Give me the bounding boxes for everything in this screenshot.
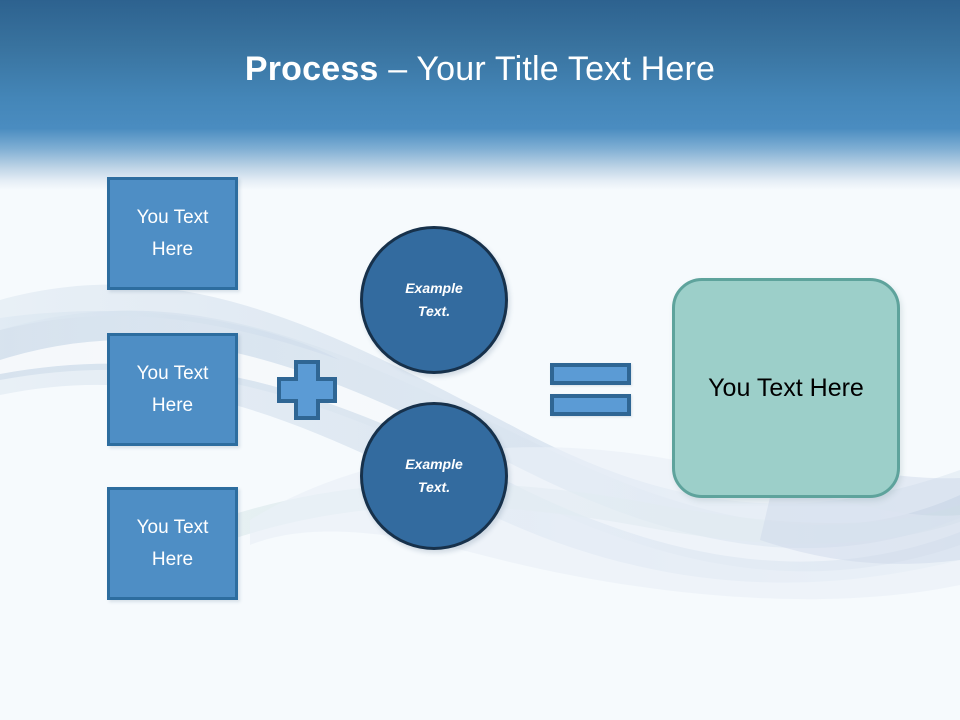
input-box-2-line2: Here — [151, 394, 194, 416]
circle-2-line1: Example — [405, 456, 463, 472]
input-box-2-label: You Text Here — [137, 358, 209, 422]
circle-2-line2: Text. — [417, 479, 451, 495]
result-box[interactable]: You Text Here — [672, 278, 900, 498]
page-title-rest: Your Title Text Here — [416, 50, 716, 88]
result-box-label: You Text Here — [708, 373, 864, 402]
input-box-2-line1: You Text — [136, 362, 209, 384]
input-box-2[interactable]: You Text Here — [107, 333, 238, 446]
header-band — [0, 0, 960, 190]
circle-1-line2: Text. — [417, 303, 451, 319]
plus-icon — [277, 360, 337, 420]
input-box-1-label: You Text Here — [137, 202, 209, 266]
input-box-1[interactable]: You Text Here — [107, 177, 238, 290]
input-box-3-line1: You Text — [136, 516, 209, 538]
circle-1[interactable]: Example Text. — [360, 226, 508, 374]
input-box-1-line1: You Text — [136, 206, 209, 228]
circle-1-label: Example Text. — [384, 277, 484, 323]
equals-icon-bar-top — [550, 363, 631, 385]
page-title: Process – Your Title Text Here — [0, 49, 960, 89]
circle-1-line1: Example — [405, 280, 463, 296]
equals-icon-bar-bottom — [550, 394, 631, 416]
input-box-3-label: You Text Here — [137, 512, 209, 576]
circle-2-label: Example Text. — [384, 453, 484, 499]
input-box-3-line2: Here — [151, 548, 194, 570]
input-box-3[interactable]: You Text Here — [107, 487, 238, 600]
page-title-separator: – — [378, 50, 417, 88]
page-title-strong: Process — [244, 50, 379, 88]
circle-2[interactable]: Example Text. — [360, 402, 508, 550]
input-box-1-line2: Here — [151, 238, 194, 260]
